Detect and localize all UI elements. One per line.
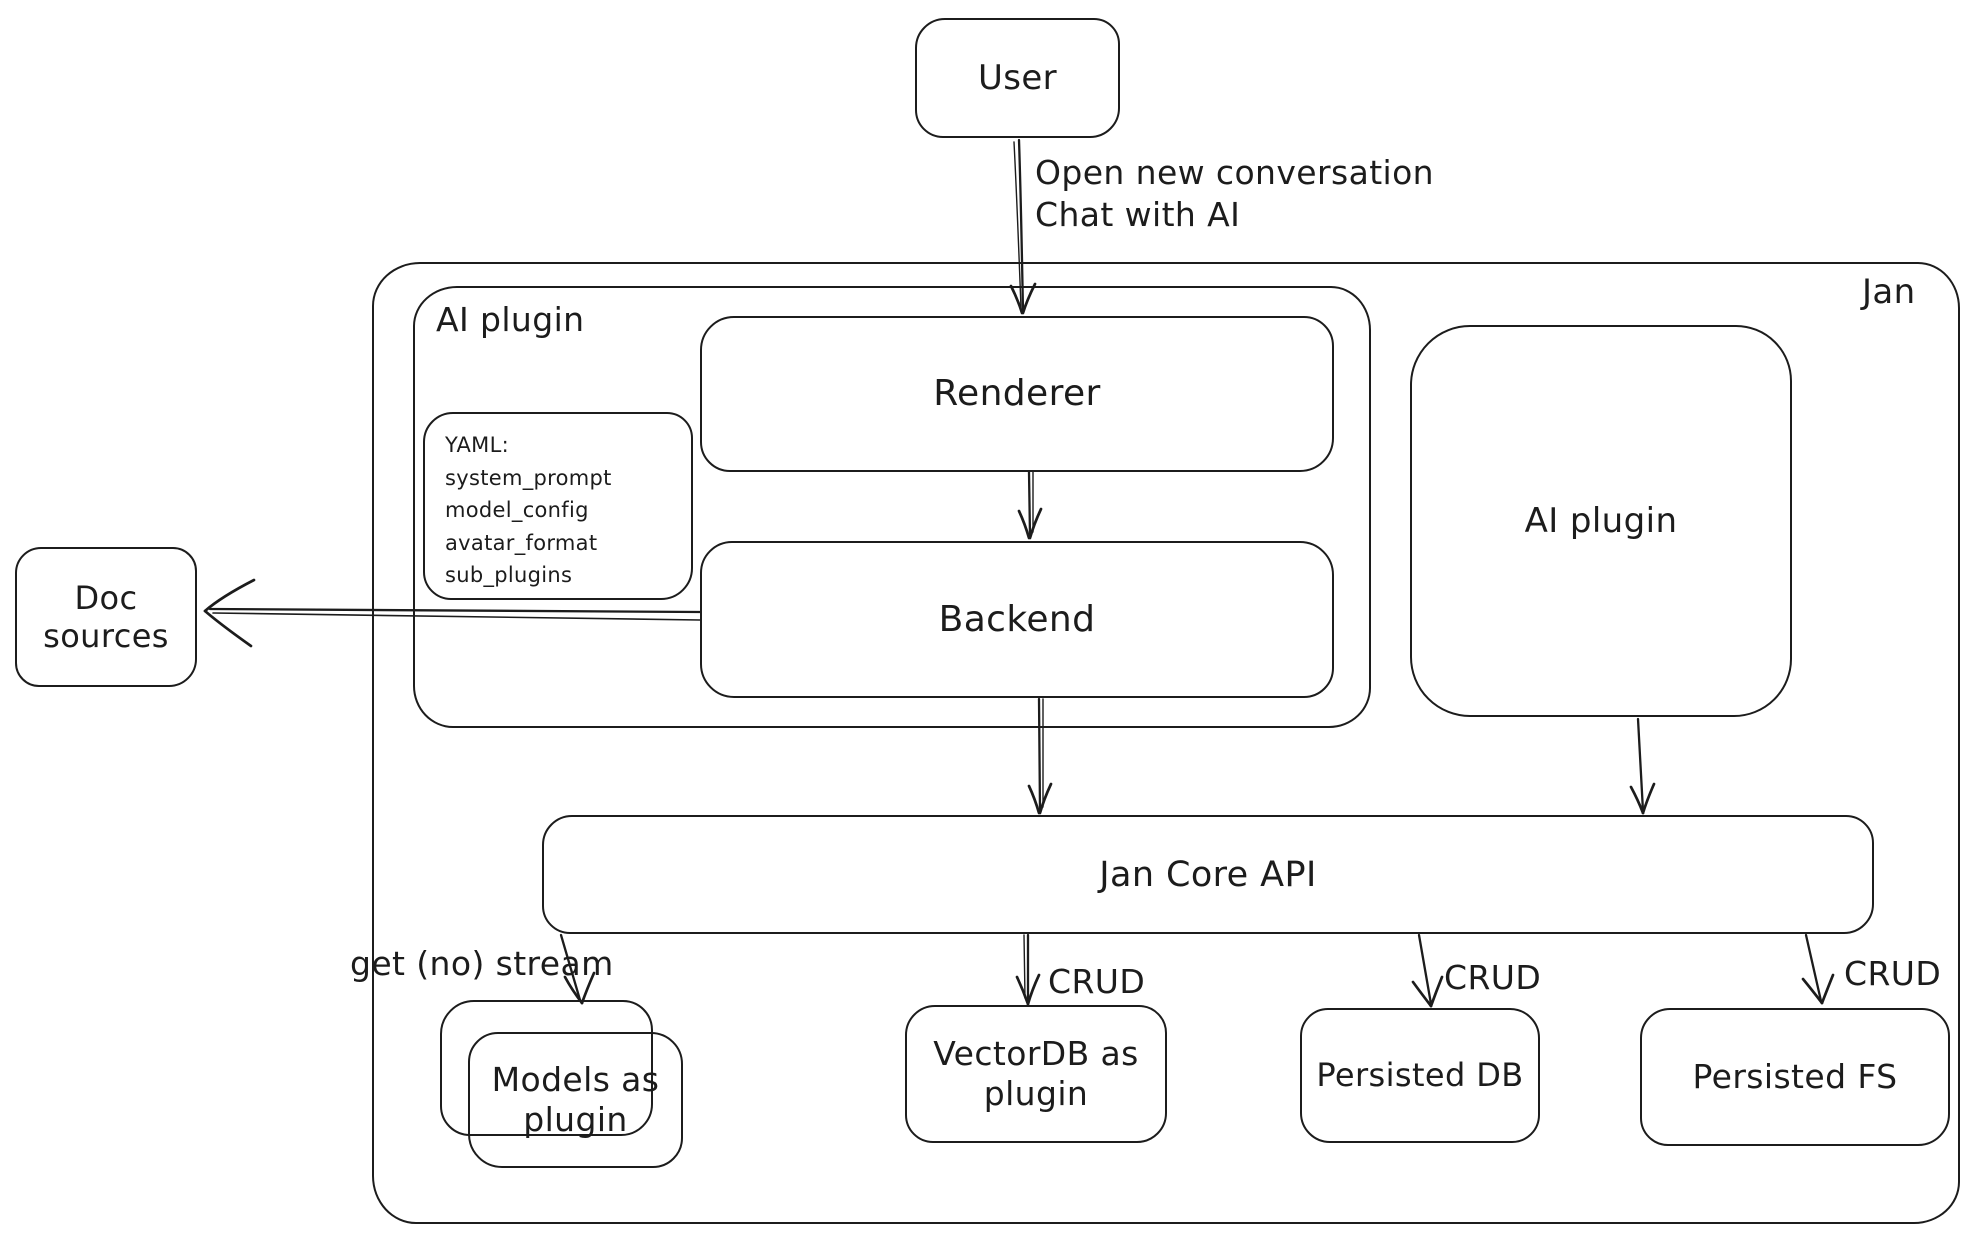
- persisted-db-node: Persisted DB: [1300, 1008, 1540, 1143]
- backend-node-label: Backend: [938, 598, 1096, 640]
- vectordb-as-plugin-node: VectorDB as plugin: [905, 1005, 1167, 1143]
- jan-core-api-node-label: Jan Core API: [1099, 854, 1317, 895]
- user-flow-edge-label: Open new conversation Chat with AI: [1035, 152, 1434, 236]
- yaml-line-system-prompt: system_prompt: [445, 465, 612, 490]
- vectordb-as-plugin-node-label: VectorDB as plugin: [933, 1034, 1139, 1113]
- yaml-line-avatar-format: avatar_format: [445, 530, 598, 555]
- ai-plugin-right-node-label: AI plugin: [1524, 500, 1678, 541]
- yaml-line-model-config: model_config: [445, 498, 589, 523]
- renderer-node-label: Renderer: [933, 373, 1101, 415]
- persisted-fs-node-label: Persisted FS: [1692, 1057, 1898, 1097]
- persisted-fs-node: Persisted FS: [1640, 1008, 1950, 1146]
- user-flow-edge-label-line1: Open new conversation: [1035, 153, 1435, 192]
- user-node: User: [915, 18, 1120, 138]
- yaml-note-box: YAML: system_prompt model_config avatar_…: [423, 412, 693, 600]
- yaml-line-title: YAML:: [445, 433, 509, 457]
- user-node-label: User: [977, 57, 1058, 98]
- models-as-plugin-outer-box: [440, 1000, 653, 1136]
- yaml-line-sub-plugins: sub_plugins: [445, 563, 573, 588]
- models-as-plugin-node: Models as plugin: [468, 1032, 683, 1168]
- persisted-db-node-label: Persisted DB: [1316, 1056, 1524, 1095]
- models-as-plugin-node-label: Models as plugin: [491, 1060, 660, 1139]
- doc-sources-node-label: Doc sources: [43, 578, 169, 655]
- jan-core-api-node: Jan Core API: [542, 815, 1874, 934]
- ai-plugin-right-node: AI plugin: [1410, 325, 1792, 717]
- crud-vectordb-edge-label: CRUD: [1048, 962, 1146, 1001]
- crud-persisted-db-edge-label: CRUD: [1444, 958, 1542, 997]
- doc-sources-node: Doc sources: [15, 547, 197, 687]
- crud-persisted-fs-edge-label: CRUD: [1844, 954, 1942, 993]
- user-flow-edge-label-line2: Chat with AI: [1035, 195, 1241, 235]
- ai-plugin-container-box: [413, 286, 1371, 728]
- ai-plugin-container-label: AI plugin: [436, 300, 585, 339]
- get-no-stream-edge-label: get (no) stream: [350, 944, 614, 983]
- jan-container-box: [372, 262, 1960, 1224]
- backend-node: Backend: [700, 541, 1334, 698]
- renderer-node: Renderer: [700, 316, 1334, 472]
- jan-container-label: Jan: [1862, 272, 1916, 312]
